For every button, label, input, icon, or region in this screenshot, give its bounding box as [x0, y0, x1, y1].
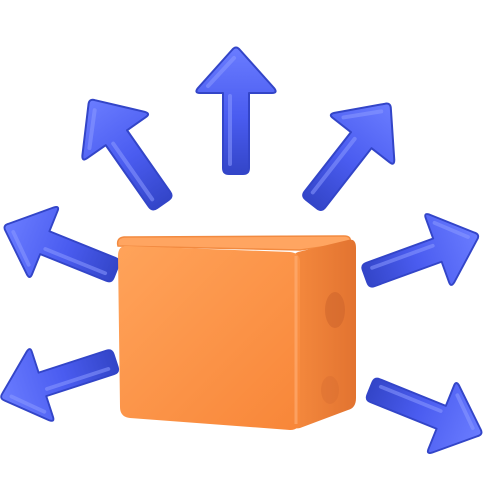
arrow-down-right-icon [353, 351, 498, 471]
cube-icon [116, 235, 356, 430]
cube-side-face [292, 239, 356, 429]
arrow-down-left-icon [0, 322, 130, 436]
arrow-up-right-icon [278, 77, 423, 231]
arrow-right-icon [350, 198, 493, 314]
arrow-left-icon [0, 189, 133, 309]
arrow-up-left-icon [55, 75, 198, 229]
cube-front-face [118, 246, 300, 430]
arrow-up-icon [194, 45, 278, 176]
